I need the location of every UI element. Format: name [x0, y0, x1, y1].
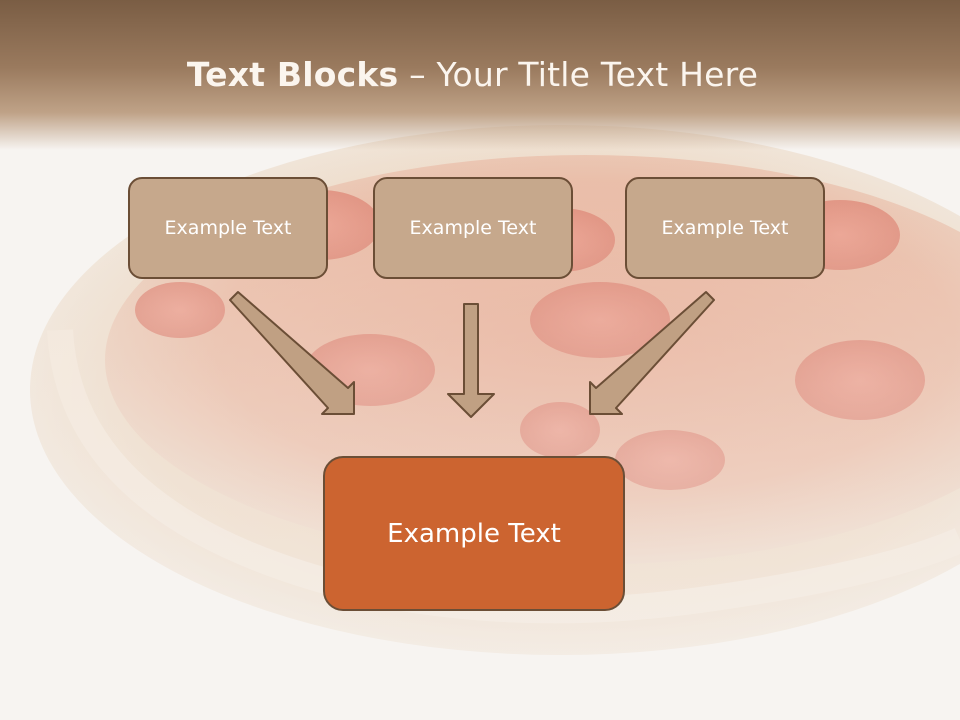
title-dash: – [398, 55, 437, 94]
header-band [0, 0, 960, 150]
text-block-bottom[interactable]: Example Text [323, 456, 625, 611]
arrow-left [229, 291, 355, 415]
title-rest: Your Title Text Here [436, 55, 759, 94]
text-block-top-right[interactable]: Example Text [625, 177, 825, 279]
slide-title: Text Blocks – Your Title Text Here [0, 55, 945, 94]
title-bold: Text Blocks [186, 55, 399, 94]
arrow-right [589, 291, 715, 415]
text-block-top-middle[interactable]: Example Text [373, 177, 573, 279]
text-block-top-left[interactable]: Example Text [128, 177, 328, 279]
arrow-middle [447, 303, 495, 418]
